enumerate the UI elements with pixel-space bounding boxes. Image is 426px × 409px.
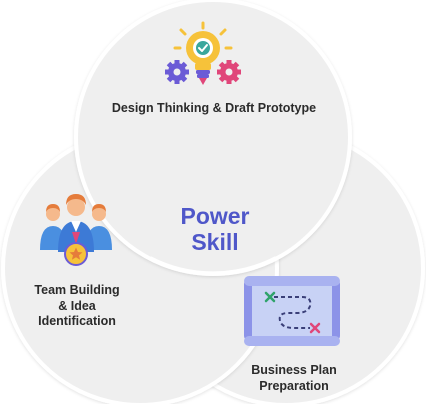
treasure-map-icon <box>244 276 340 346</box>
label-team-building: Team Building & Idea Identification <box>34 283 120 328</box>
label-business-plan: Business Plan Preparation <box>251 363 337 393</box>
center-title: Power Skill <box>180 203 250 255</box>
team-award-icon <box>40 194 112 266</box>
label-design-thinking: Design Thinking & Draft Prototype <box>111 101 317 115</box>
lightbulb-gears-icon <box>165 21 241 85</box>
